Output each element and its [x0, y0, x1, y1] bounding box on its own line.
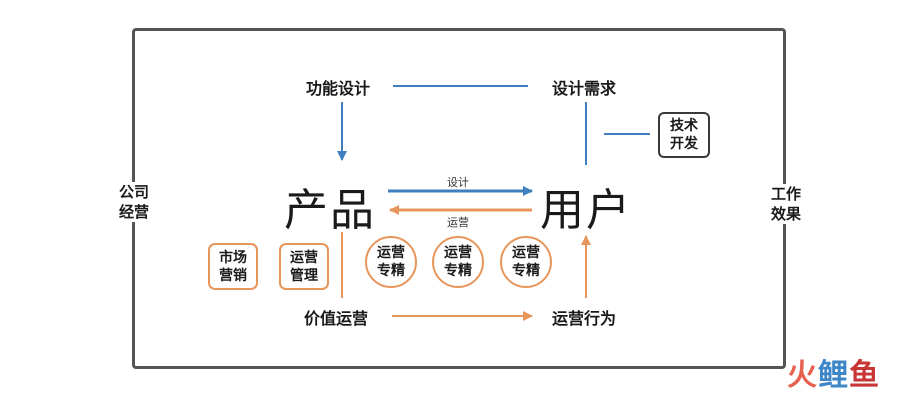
operate-arrow-label: 运营: [447, 216, 469, 229]
work-effect-line1: 工作: [770, 185, 801, 203]
watermark-logo: 火鲤鱼: [787, 350, 880, 394]
ops-specialist-line1: 运营: [512, 245, 540, 261]
company-operation-label: 公司 经营: [110, 182, 158, 222]
feature-design-node: 功能设计: [306, 79, 371, 98]
value-operation-node: 价值运营: [304, 309, 369, 328]
ops-specialist-line2: 专精: [444, 263, 472, 279]
product-node: 产品: [284, 185, 376, 236]
market-sales-line2: 营销: [219, 267, 247, 284]
market-sales-box: 市场 营销: [208, 243, 258, 290]
ops-specialist-line1: 运营: [444, 245, 472, 261]
ops-specialist-circle: 运营 专精: [365, 236, 417, 288]
design-needs-node: 设计需求: [552, 79, 617, 98]
watermark-part3: 鱼: [849, 358, 880, 393]
tech-dev-line2: 开发: [670, 136, 698, 152]
ops-management-box: 运营 管理: [279, 243, 329, 290]
ops-management-line2: 管理: [290, 267, 318, 284]
market-sales-line1: 市场: [219, 249, 247, 266]
company-operation-line2: 经营: [118, 203, 149, 221]
design-arrow-label: 设计: [447, 176, 469, 189]
tech-dev-box: 技术 开发: [658, 112, 710, 158]
tech-dev-line1: 技术: [670, 118, 698, 134]
ops-behavior-node: 运营行为: [552, 309, 617, 328]
ops-specialist-line2: 专精: [377, 263, 405, 279]
watermark-part2: 鲤: [818, 358, 849, 393]
ops-management-line1: 运营: [290, 249, 318, 266]
ops-specialist-line2: 专精: [512, 263, 540, 279]
ops-specialist-line1: 运营: [377, 245, 405, 261]
watermark-part1: 火: [787, 358, 818, 393]
user-node: 用户: [540, 185, 632, 236]
work-effect-line2: 效果: [770, 205, 801, 223]
work-effect-label: 工作 效果: [762, 184, 810, 224]
ops-specialist-circle: 运营 专精: [500, 236, 552, 288]
ops-specialist-circle: 运营 专精: [432, 236, 484, 288]
company-operation-line1: 公司: [118, 183, 149, 201]
